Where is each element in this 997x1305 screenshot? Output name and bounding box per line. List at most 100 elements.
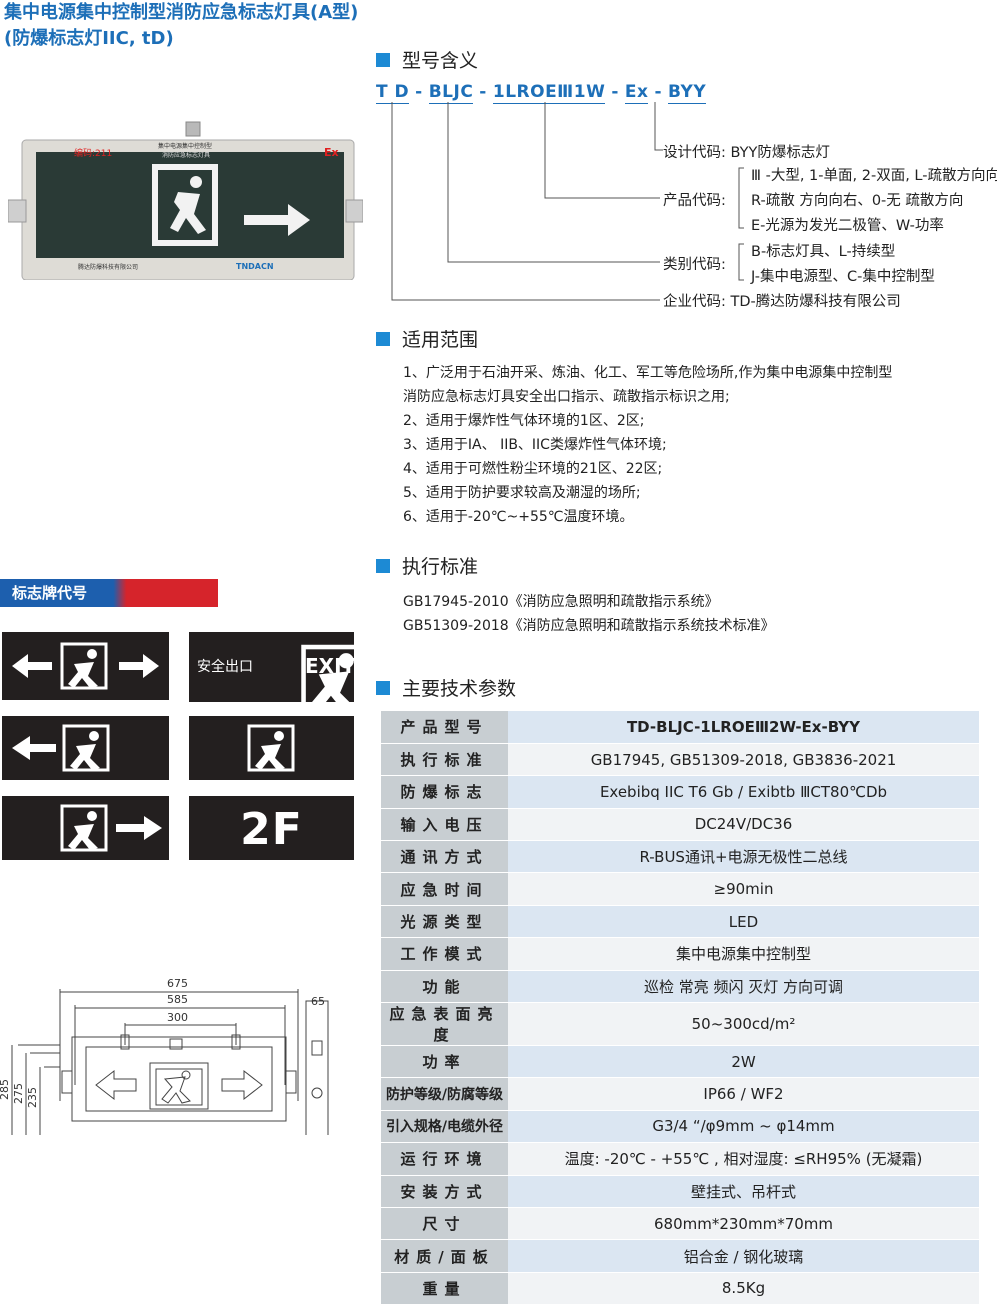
param-value: 50~300cd/m²	[508, 1002, 979, 1047]
table-row: 材质/面板铝合金 / 钢化玻璃	[381, 1239, 979, 1273]
scope-line: 3、适用于IA、 IIB、IIC类爆炸性气体环境;	[403, 437, 667, 453]
product-code-line-2: R-疏散 方向向右、0-无 疏散方向	[751, 193, 964, 209]
table-row: 应急时间≥90min	[381, 872, 979, 906]
product-code-label: 产品代码:	[663, 193, 726, 209]
sign-right	[2, 796, 169, 860]
param-value: ≥90min	[508, 872, 979, 906]
company-code-label: 企业代码: TD-腾达防爆科技有限公司	[663, 294, 901, 310]
param-value: 8.5Kg	[508, 1272, 979, 1305]
bullet-square-icon	[376, 558, 390, 573]
dim-w2: 585	[167, 993, 188, 1006]
photo-ex-mark: Ex	[324, 146, 339, 159]
param-key: 应急时间	[381, 872, 508, 906]
param-value: 巡检 常亮 频闪 灭灯 方向可调	[508, 970, 979, 1004]
scope-line: 6、适用于-20℃~+55℃温度环境。	[403, 509, 634, 525]
sign-exit-only	[189, 716, 354, 780]
page-title: 集中电源集中控制型消防应急标志灯具(A型)	[4, 2, 359, 23]
param-key: 输入电压	[381, 808, 508, 842]
bullet-square-icon	[376, 331, 390, 346]
product-code-line-1: Ⅲ -大型, 1-单面, 2-双面, L-疏散方向向左	[751, 168, 997, 184]
right-arrow-exit-icon	[60, 804, 162, 852]
sign-floor: 2F	[189, 796, 354, 860]
scope-line: 1、广泛用于石油开采、炼油、化工、军工等危险场所,作为集中电源集中控制型	[403, 365, 893, 381]
param-value: Exebibq IIC T6 Gb / Exibtb ⅢCT80℃Db	[508, 775, 979, 809]
param-value: 2W	[508, 1045, 979, 1079]
sign-exit-en-text: EXIT	[305, 654, 356, 678]
param-key: 工作模式	[381, 937, 508, 971]
dimension-drawing: 675 585 300 65 285 275 235	[0, 975, 345, 1143]
param-key: 尺寸	[381, 1207, 508, 1241]
bidirectional-arrows-icon	[12, 642, 159, 690]
running-man-icon	[247, 724, 295, 772]
section-standards: 执行标准	[376, 552, 478, 579]
param-value: TD-BLJC-1LROEⅢ2W-Ex-BYY	[508, 711, 979, 744]
dim-w1: 675	[167, 977, 188, 990]
model-part-category: BLJC	[428, 82, 474, 104]
param-key: 防护等级/防腐等级	[381, 1077, 508, 1111]
section-params: 主要技术参数	[376, 674, 516, 701]
product-photo: 编码:211 Ex 集中电源集中控制型 消防应急标志灯具 腾达防爆科技有限公司 …	[7, 120, 364, 281]
design-code-label: 设计代码: BYY防爆标志灯	[663, 145, 830, 161]
param-value: GB17945, GB51309-2018, GB3836-2021	[508, 743, 979, 777]
model-part-product: 1LROEⅢ1W	[492, 82, 606, 104]
dim-w3: 300	[167, 1011, 188, 1024]
bullet-square-icon	[376, 680, 390, 695]
standard-line: GB17945-2010《消防应急照明和疏散指示系统》	[403, 594, 719, 610]
param-key: 重量	[381, 1272, 508, 1305]
param-value: DC24V/DC36	[508, 808, 979, 842]
sign-exit: 安全出口 EXIT	[189, 632, 370, 714]
param-key: 功能	[381, 970, 508, 1004]
model-part-company: T D	[376, 82, 410, 104]
param-value: 集中电源集中控制型	[508, 937, 979, 971]
table-row: 运行环境温度: -20℃ - +55℃ , 相对湿度: ≤RH95% (无凝霜)	[381, 1142, 979, 1176]
param-key: 材质/面板	[381, 1239, 508, 1273]
running-man-icon	[301, 644, 370, 714]
section-model-meaning: 型号含义	[376, 46, 478, 73]
model-part-ex: Ex	[624, 82, 649, 104]
param-value: 铝合金 / 钢化玻璃	[508, 1239, 979, 1273]
dim-depth: 65	[311, 995, 325, 1008]
scope-list: 1、广泛用于石油开采、炼油、化工、军工等危险场所,作为集中电源集中控制型 消防应…	[403, 361, 892, 529]
param-value: 温度: -20℃ - +55℃ , 相对湿度: ≤RH95% (无凝霜)	[508, 1142, 979, 1176]
photo-caption-1: 集中电源集中控制型	[158, 143, 213, 150]
category-code-line-2: J-集中电源型、C-集中控制型	[751, 269, 935, 285]
param-key: 安装方式	[381, 1175, 508, 1208]
param-value: IP66 / WF2	[508, 1077, 979, 1111]
category-brace-icon	[738, 243, 744, 281]
table-row: 工作模式集中电源集中控制型	[381, 937, 979, 971]
category-code-line-1: B-标志灯具、L-持续型	[751, 244, 896, 260]
param-value: G3/4 “/φ9mm ~ φ14mm	[508, 1110, 979, 1144]
param-value: LED	[508, 905, 979, 939]
model-code: T D-BLJC-1LROEⅢ1W-Ex-BYY	[376, 82, 707, 104]
param-key: 执行标准	[381, 743, 508, 777]
section-scope: 适用范围	[376, 325, 478, 352]
param-key: 应急表面亮度	[381, 1002, 508, 1047]
product-brace-icon	[738, 167, 744, 229]
dim-h3: 235	[26, 1087, 39, 1108]
category-code-label: 类别代码:	[663, 257, 726, 273]
photo-caption-2: 消防应急标志灯具	[162, 152, 211, 159]
scope-line: 4、适用于可燃性粉尘环境的21区、22区;	[403, 461, 663, 477]
sign-floor-text: 2F	[240, 804, 303, 855]
photo-code-label: 编码:211	[74, 149, 113, 159]
scope-line: 5、适用于防护要求较高及潮湿的场所;	[403, 485, 641, 501]
param-value: 680mm*230mm*70mm	[508, 1207, 979, 1241]
model-connector-lines	[391, 102, 663, 301]
scope-line: 2、适用于爆炸性气体环境的1区、2区;	[403, 413, 645, 429]
param-key: 产品型号	[381, 711, 508, 744]
table-row: 功能巡检 常亮 频闪 灭灯 方向可调	[381, 970, 979, 1004]
param-key: 引入规格/电缆外径	[381, 1110, 508, 1144]
sign-bidirectional	[2, 632, 169, 700]
photo-maker: 腾达防爆科技有限公司	[78, 264, 139, 271]
scope-line: 消防应急标志灯具安全出口指示、疏散指示标识之用;	[403, 389, 730, 405]
